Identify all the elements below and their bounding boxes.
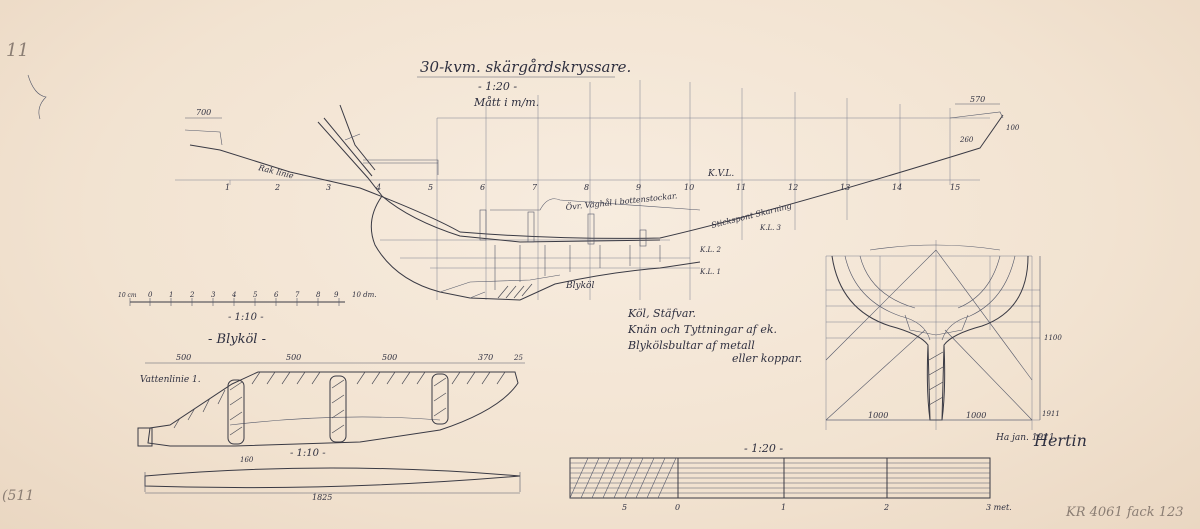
station-7: 7 — [532, 183, 538, 192]
ruler-1-10-label-2: 2 — [189, 291, 195, 299]
station-4: 4 — [375, 183, 381, 192]
label-kl2: K.L. 2 — [699, 246, 722, 254]
scale-bar-title: - 1:20 - — [744, 442, 783, 455]
waterline-label: Vattenlinie 1. — [140, 375, 201, 385]
profile-view: 1 2 3 4 5 6 7 8 9 10 11 12 13 14 15 Rak … — [175, 80, 1020, 301]
keel-dim-3: 500 — [382, 353, 397, 362]
keel-dim-2: 500 — [286, 353, 301, 362]
section-dim-height: 1100 — [1044, 334, 1062, 342]
lead-keel-view: - Blyköl - 500 500 500 370 25 Vattenlini… — [137, 332, 525, 502]
keel-scale: - 1:10 - — [290, 448, 326, 459]
notes-block: Köl, Stäfvar. Knän och Tyttningar af ek.… — [627, 307, 802, 365]
station-8: 8 — [584, 183, 589, 192]
station-14: 14 — [892, 183, 902, 192]
keel-dim-5: 25 — [513, 354, 523, 362]
station-15: 15 — [950, 183, 960, 192]
margin-mark-bottom: (511 — [2, 488, 34, 504]
signature: Hertin — [1033, 431, 1087, 450]
section-dim-right: 1000 — [966, 411, 986, 420]
ruler-1-10-label-5: 5 — [253, 291, 258, 299]
station-3: 3 — [326, 183, 331, 192]
blykol-heading: - Blyköl - — [208, 332, 266, 347]
drawing-title: 30-kvm. skärgårdskryssare. — [420, 58, 631, 76]
ruler-1-10-label-cm: 10 cm — [118, 292, 137, 299]
note-3: Blykölsbultar af metall — [627, 339, 755, 352]
section-dim-left: 1000 — [868, 411, 888, 420]
dim-stern-100: 100 — [1006, 124, 1020, 132]
ruler-1-10-label-4: 4 — [231, 291, 236, 299]
keel-length: 1825 — [312, 493, 332, 502]
ruler-1-10-label-0: 0 — [148, 291, 153, 299]
scale-bar-label-1: 1 — [781, 503, 786, 512]
scale-bar-label-3: 3 met. — [986, 503, 1012, 512]
ruler-1-10-label-10: 10 dm. — [352, 291, 376, 299]
body-plan-view: 1000 1000 1100 1911 — [825, 240, 1062, 430]
note-1: Köl, Stäfvar. — [627, 307, 696, 320]
station-12: 12 — [788, 183, 798, 192]
scale-bar-label-5: 5 — [622, 503, 627, 512]
units-note: Mått i m/m. — [473, 96, 539, 109]
main-scale-label: - 1:20 - — [478, 80, 517, 93]
keel-plan-dim: 160 — [240, 456, 254, 464]
ruler-1-10-label-3: 3 — [211, 291, 216, 299]
keel-dim-4: 370 — [478, 353, 493, 362]
date-note: Ha jan. 1911 — [995, 433, 1055, 443]
station-1: 1 — [225, 183, 230, 192]
archive-number: KR 4061 fack 123 — [1065, 505, 1184, 520]
label-kl3: K.L. 3 — [759, 224, 782, 232]
station-6: 6 — [480, 183, 485, 192]
keel-dim-1: 500 — [176, 353, 191, 362]
station-11: 11 — [736, 183, 746, 192]
ruler-1-10-scale: - 1:10 - — [228, 312, 264, 323]
station-5: 5 — [428, 183, 433, 192]
note-4: eller koppar. — [732, 352, 802, 365]
note-2: Knän och Tyttningar af ek. — [627, 323, 777, 336]
ruler-1-10: 10 cm 0 1 2 3 4 5 6 7 8 9 10 dm. - 1:10 … — [118, 291, 376, 323]
ruler-1-10-label-8: 8 — [316, 291, 321, 299]
ruler-1-10-label-7: 7 — [295, 291, 300, 299]
ruler-1-10-label-6: 6 — [274, 291, 279, 299]
margin-mark-top: 11 — [6, 40, 29, 61]
station-10: 10 — [684, 183, 694, 192]
label-kl1: K.L. 1 — [699, 268, 721, 276]
label-keel: Blyköl — [565, 281, 594, 291]
station-2: 2 — [274, 183, 280, 192]
scale-bar-label-0: 0 — [675, 503, 680, 512]
label-vaghal: Övr. Väghål i bottenstockar. — [565, 191, 677, 212]
scale-bar-1-20: - 1:20 - 5 0 1 2 3 met. — [569, 442, 1012, 512]
section-dim-year: 1911 — [1042, 410, 1060, 418]
dim-bow: 700 — [196, 108, 211, 117]
ruler-1-10-label-1: 1 — [169, 291, 173, 299]
ruler-1-10-label-9: 9 — [334, 291, 339, 299]
station-9: 9 — [636, 183, 641, 192]
dim-stern-260: 260 — [959, 136, 974, 144]
scale-bar-label-2: 2 — [883, 503, 889, 512]
signature-block: Ha jan. 1911 Hertin — [995, 431, 1087, 450]
label-rak-linie: Rak linie — [257, 163, 295, 181]
station-13: 13 — [840, 183, 850, 192]
label-kvl: K.V.L. — [707, 169, 734, 179]
dim-stern-570: 570 — [970, 95, 985, 104]
